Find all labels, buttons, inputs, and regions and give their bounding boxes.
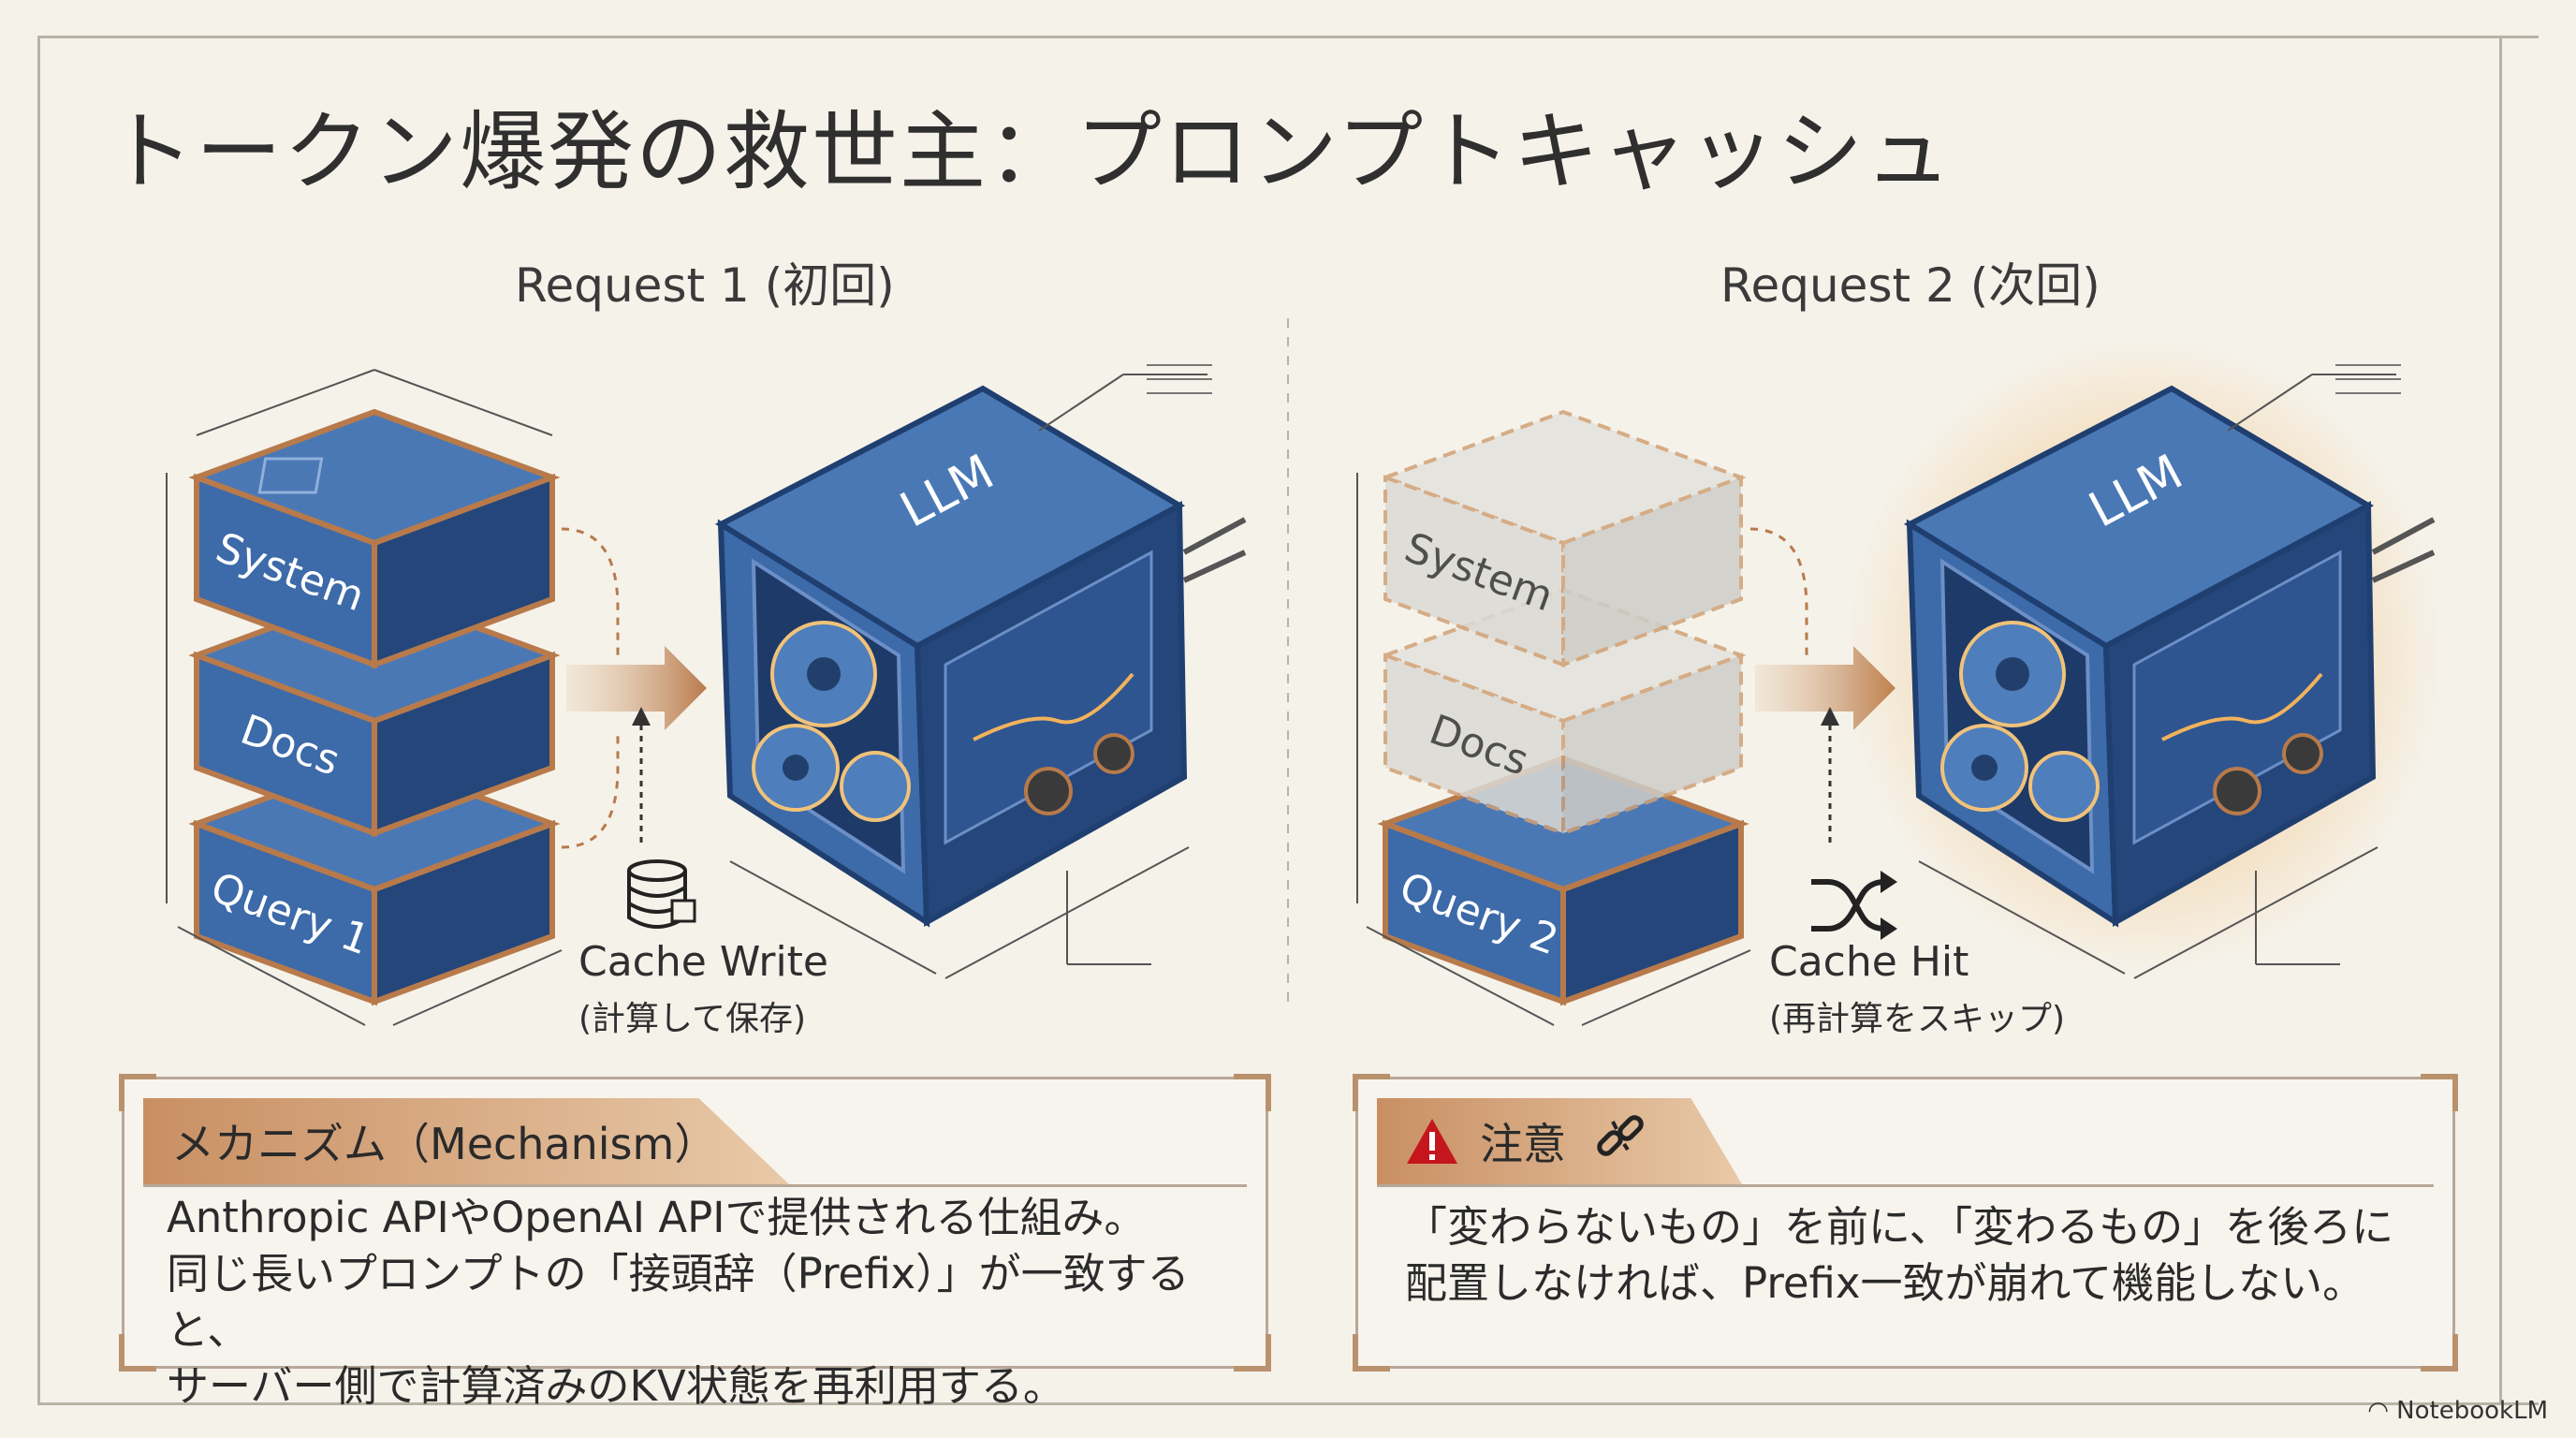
request1-stack: Query 1 Docs System <box>166 369 563 1026</box>
request1-llm-engine: LLM <box>714 364 1247 979</box>
mechanism-line-3: サーバー側で計算済みのKV状態を再利用する。 <box>167 1360 1065 1411</box>
request2-cache-title: Cache Hit <box>1769 938 1969 986</box>
mechanism-corner-bl <box>119 1334 156 1372</box>
caution-line-2: 配置しなければ、Prefix一致が崩れて機能しない。 <box>1405 1257 2365 1308</box>
caution-corner-tr <box>2421 1074 2458 1111</box>
frame-bottom <box>37 1402 2539 1405</box>
request2-cache-label: Cache Hit (再計算をスキップ) <box>1769 938 2065 1040</box>
frame-left <box>37 36 40 1405</box>
mechanism-divider <box>143 1184 1247 1187</box>
caution-heading-text: 注意 <box>1480 1119 1566 1169</box>
brand-logo-icon: ◠ <box>2367 1397 2389 1425</box>
request1-label: Request 1 (初回) <box>515 258 895 313</box>
request2-cache-subtitle: (再計算をスキップ) <box>1769 1000 2066 1038</box>
caution-heading: 注意 <box>1377 1098 1742 1184</box>
request1-block-system: System <box>188 408 561 669</box>
page-title: トークン爆発の救世主：プロンプトキャッシュ <box>108 102 1954 202</box>
mechanism-line-2: 同じ長いプロンプトの「接頭辞（Prefix）」が一致すると、 <box>167 1248 1190 1355</box>
mechanism-panel: メカニズム（Mechanism） Anthropic APIやOpenAI AP… <box>119 1074 1271 1411</box>
brand-logo: ◠ NotebookLM <box>2367 1397 2548 1425</box>
request1-cache-label: Cache Write (計算して保存) <box>578 938 828 1040</box>
caution-corner-tl <box>1353 1074 1390 1111</box>
caution-line-1: 「変わらないもの」を前に、「変わるもの」を後ろに <box>1405 1202 2394 1252</box>
shuffle-icon <box>1811 871 1897 940</box>
mechanism-corner-tr <box>1234 1074 1271 1111</box>
caution-body: 「変わらないもの」を前に、「変わるもの」を後ろに 配置しなければ、Prefix一… <box>1405 1199 2393 1312</box>
caution-corner-bl <box>1353 1334 1390 1372</box>
request1-cache-title: Cache Write <box>578 938 828 986</box>
request1-arrow <box>561 527 707 849</box>
mechanism-heading-text: メカニズム（Mechanism） <box>171 1119 718 1169</box>
caution-corner-br <box>2421 1334 2458 1372</box>
brand-logo-text: NotebookLM <box>2396 1397 2548 1425</box>
mechanism-body: Anthropic APIやOpenAI APIで提供される仕組み。 同じ長いプ… <box>167 1190 1266 1414</box>
request1-cache-subtitle: (計算して保存) <box>578 1000 807 1038</box>
request2-label: Request 2 (次回) <box>1720 258 2100 313</box>
request2-llm-engine: LLM <box>1844 337 2443 979</box>
caution-divider <box>1377 1184 2434 1187</box>
caution-panel: 注意 「変わらないもの」を前に、「変わるもの」を後ろに 配置しなければ、Pref… <box>1353 1074 2458 1372</box>
warning-icon <box>1405 1117 1459 1166</box>
database-write-icon <box>627 859 696 929</box>
mechanism-heading: メカニズム（Mechanism） <box>143 1098 789 1184</box>
request2-stack: Query 2 Docs System <box>1356 409 1751 1026</box>
frame-top <box>37 36 2539 38</box>
broken-link-icon <box>1592 1108 1648 1175</box>
frame-center-divider <box>1287 318 1289 1011</box>
mechanism-line-1: Anthropic APIやOpenAI APIで提供される仕組み。 <box>167 1193 1147 1242</box>
frame-right <box>2499 36 2502 1405</box>
mechanism-corner-tl <box>119 1074 156 1111</box>
mechanism-corner-br <box>1234 1334 1271 1372</box>
request2-block-system: System <box>1380 409 1747 668</box>
